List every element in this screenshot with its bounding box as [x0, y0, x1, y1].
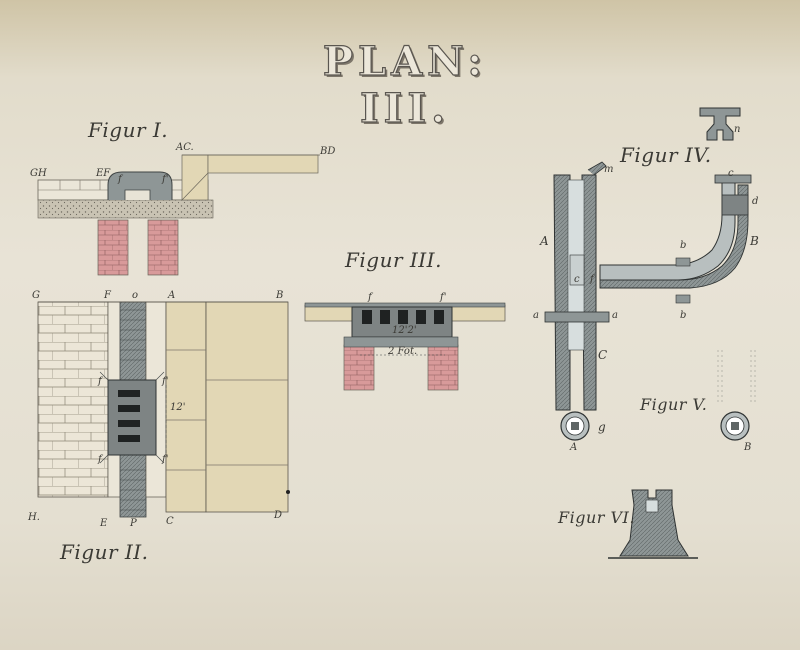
- fig5-label-b: B: [744, 442, 752, 453]
- fig1-label-ef: EF: [96, 168, 111, 179]
- plan-title: PLAN: III.: [322, 37, 488, 132]
- fig2-label-f-upper-left: f: [98, 376, 102, 387]
- fig4-label-f: f: [590, 274, 594, 285]
- fig4-label-a-bottom: A: [570, 442, 578, 453]
- fig4-label-a: A: [540, 234, 549, 248]
- fig3-label-f: f: [368, 292, 372, 303]
- fig4-label-a-left: a: [533, 310, 539, 321]
- fig4-label-c-small: c: [574, 274, 580, 285]
- fig4-label-n: n: [734, 124, 741, 135]
- fig4-label-d: d: [752, 196, 759, 207]
- fig4-label-b-upper: b: [680, 240, 687, 251]
- figure-6-caption: Figur VI.: [558, 508, 635, 527]
- fig2-label-a: A: [168, 290, 176, 301]
- figure-4-caption: Figur IV.: [620, 143, 712, 167]
- figure-3-caption: Figur III.: [345, 248, 442, 272]
- fig2-label-f-lower-left: f: [98, 454, 102, 465]
- figure-2-drawing: [37, 301, 290, 518]
- fig2-label-f-upper-right: f': [162, 376, 169, 387]
- fig4-label-c: C: [598, 348, 608, 362]
- fig1-label-f-prime: f': [162, 174, 169, 185]
- fig2-label-f-lower-right: f': [162, 454, 169, 465]
- fig3-dimension-lower: 2 Fot.: [388, 346, 418, 357]
- figure-5-caption: Figur V.: [640, 395, 708, 414]
- fig1-label-gh: GH: [30, 168, 47, 179]
- fig2-label-g: G: [32, 290, 40, 301]
- fig4-label-g: g: [598, 420, 606, 434]
- fig3-label-f-prime: f': [440, 292, 447, 303]
- fig2-label-d: D: [274, 510, 283, 521]
- fig1-label-ac: AC.: [176, 142, 194, 153]
- fig2-label-h: H.: [28, 512, 40, 523]
- figure-1-caption: Figur I.: [88, 118, 169, 142]
- fig1-label-bd: BD: [320, 146, 336, 157]
- fig2-label-c: C: [166, 516, 174, 527]
- fig2-label-e: E: [100, 518, 108, 529]
- figure-5-drawing: [717, 350, 756, 441]
- fig1-label-f: f: [118, 174, 122, 185]
- fig3-dimension-upper: 12'2': [392, 325, 417, 336]
- fig4-label-b-lower: b: [680, 310, 687, 321]
- fig4-label-a-right: a: [612, 310, 618, 321]
- fig4-label-b: B: [750, 234, 759, 248]
- fig2-label-f: F: [104, 290, 111, 301]
- figure-3-drawing: [304, 302, 506, 391]
- figure-6-drawing: [608, 489, 698, 559]
- fig4-label-c-top: c: [728, 168, 734, 179]
- fig2-dimension: 12': [170, 402, 186, 413]
- figure-1-drawing: [37, 154, 320, 276]
- fig2-label-o: o: [132, 290, 139, 301]
- figure-2-caption: Figur II.: [60, 540, 149, 564]
- fig2-label-p: P: [130, 518, 137, 529]
- fig4-label-m: m: [604, 164, 614, 175]
- figure-4-drawing: [544, 107, 752, 441]
- fig2-label-b: B: [276, 290, 284, 301]
